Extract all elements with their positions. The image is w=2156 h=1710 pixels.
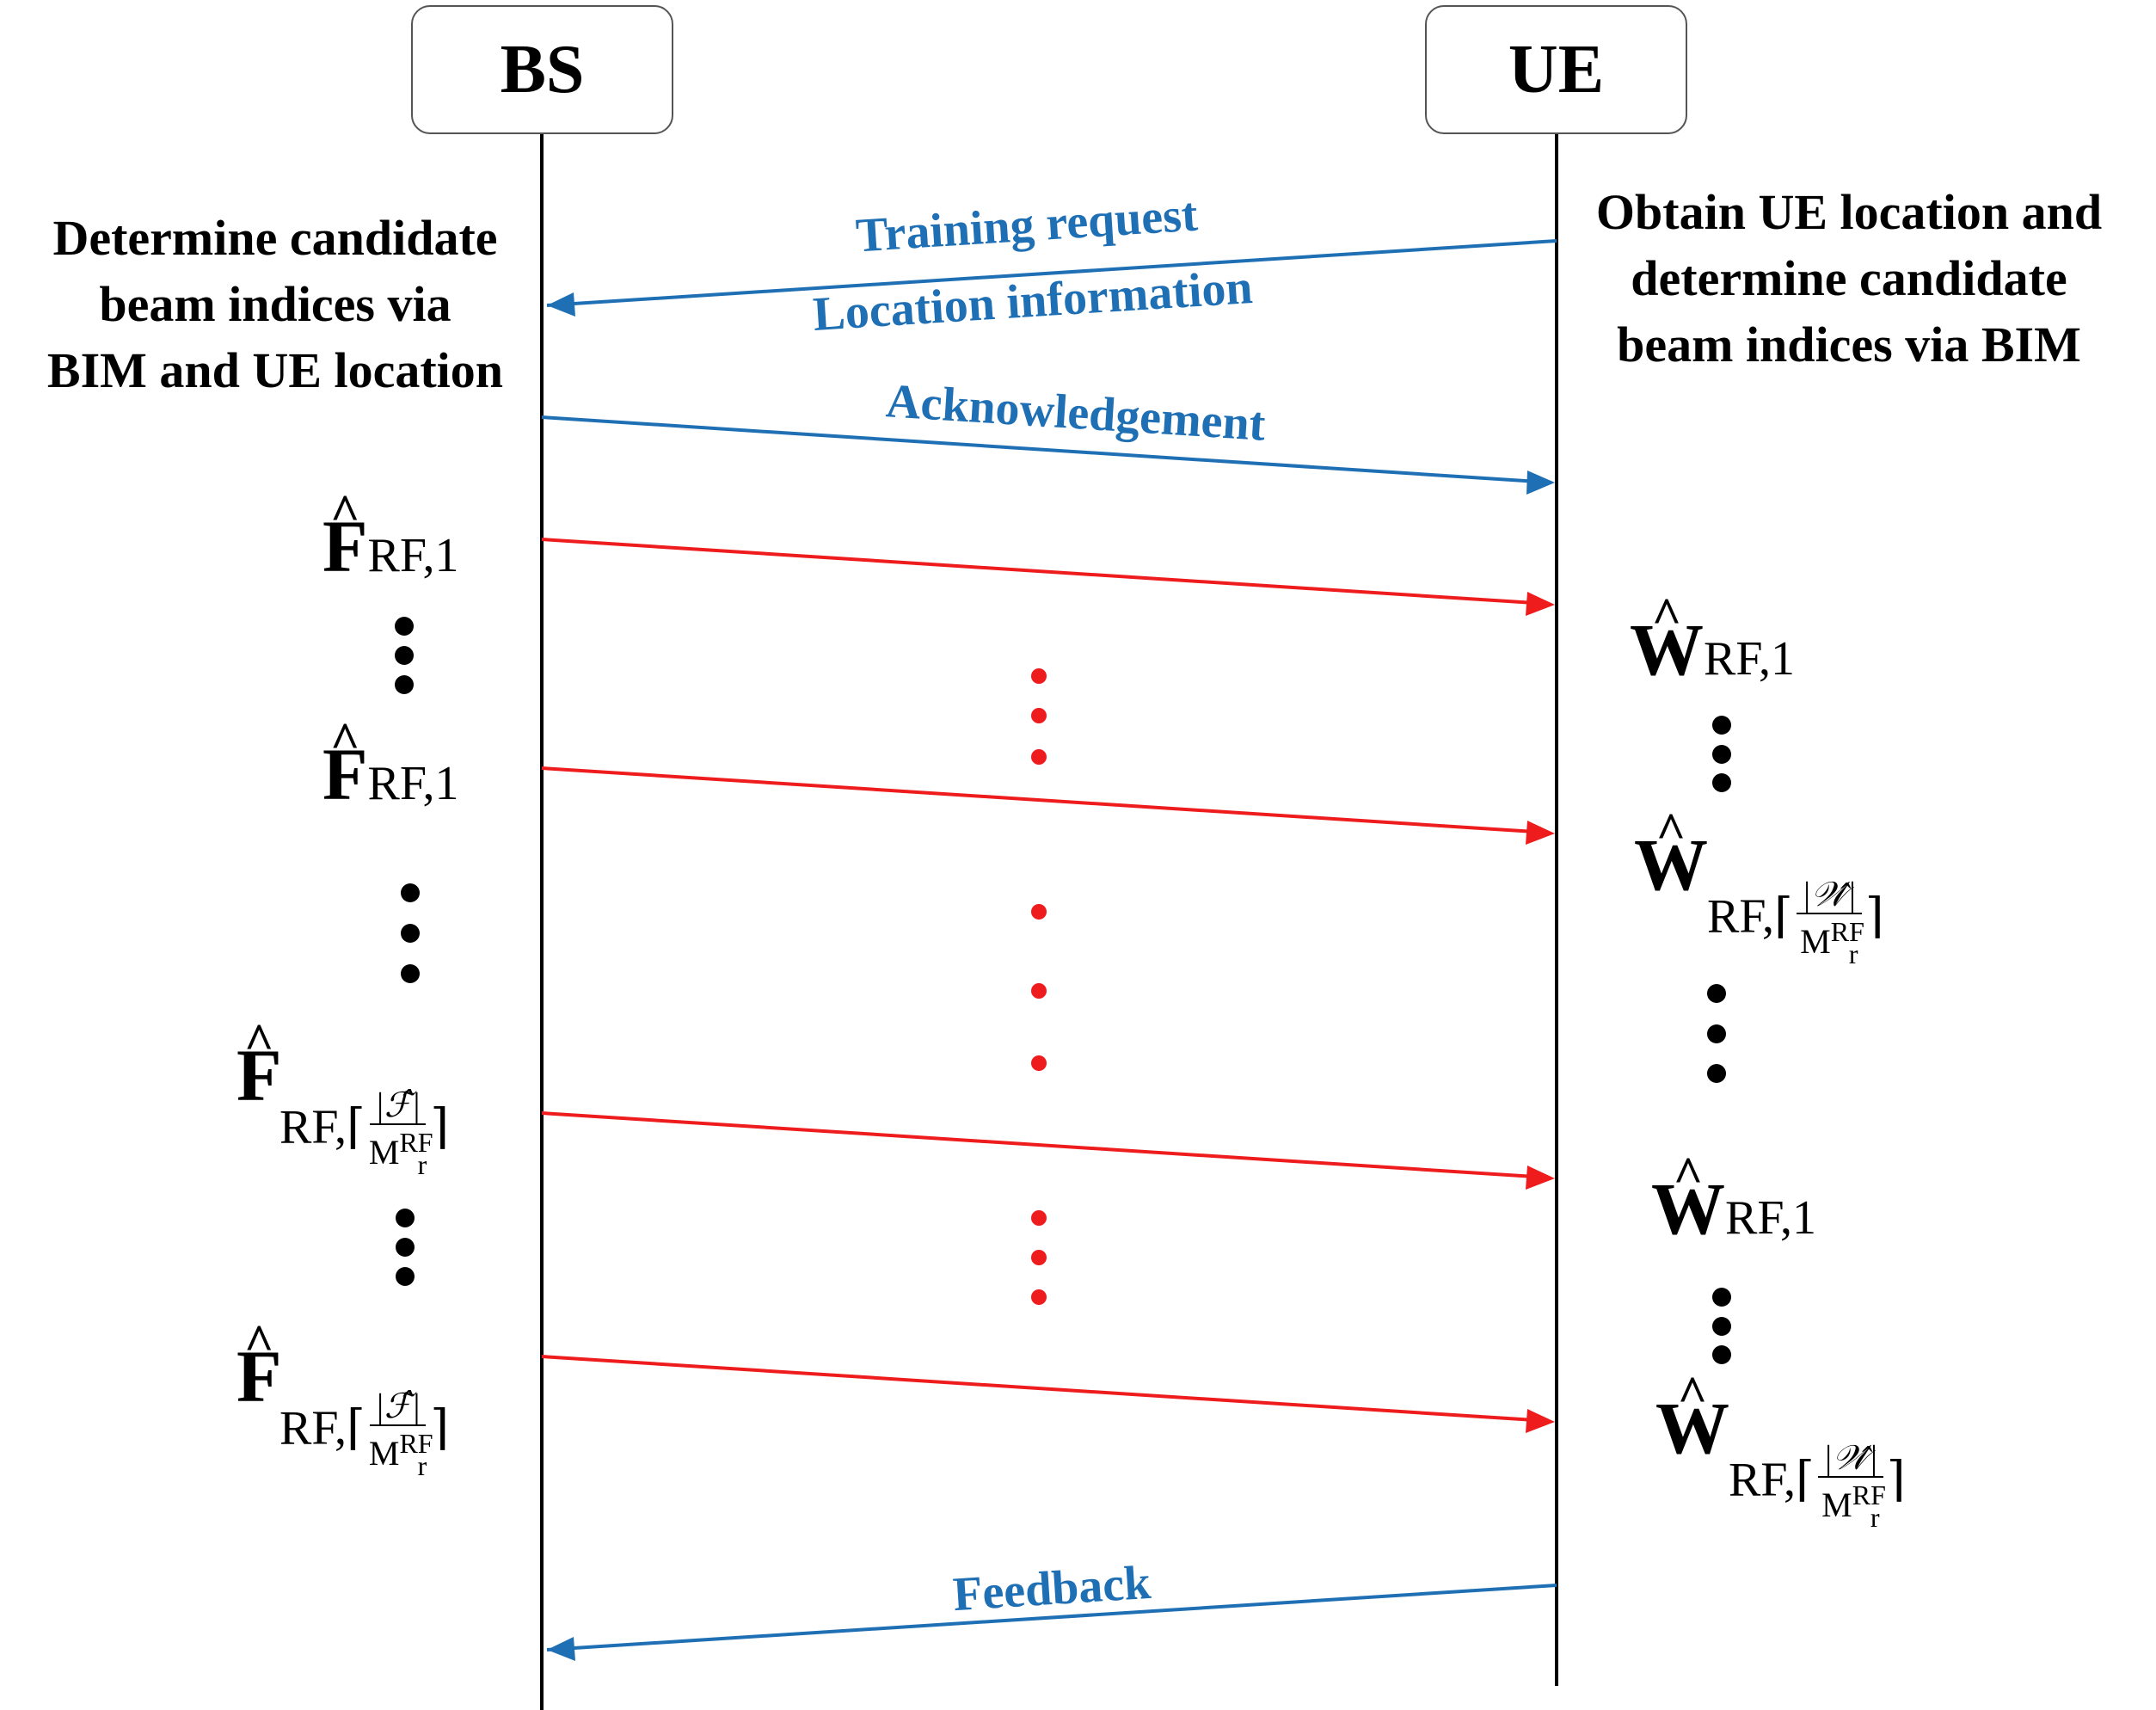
beam-arrow-2 <box>541 766 1549 834</box>
bs-entity-label: BS <box>500 31 585 108</box>
ue-ellipsis-3-dot-2 <box>1712 1317 1731 1336</box>
ue-ellipsis-2-dot-3 <box>1707 1064 1726 1083</box>
mid-ellipsis-1-dot-2 <box>1031 708 1047 723</box>
mid-ellipsis-3-dot-3 <box>1031 1289 1047 1305</box>
arrow-training-request <box>546 239 1557 307</box>
ue-ellipsis-2-dot-1 <box>1707 984 1726 1003</box>
beam-arrowhead-1 <box>1526 592 1555 616</box>
beam-arrow-1 <box>541 538 1549 606</box>
ue-entity-box: UE <box>1425 5 1687 134</box>
mid-ellipsis-2-dot-1 <box>1031 904 1047 920</box>
ue-ellipsis-1-dot-3 <box>1712 773 1731 792</box>
mid-ellipsis-1-dot-1 <box>1031 668 1047 684</box>
bs-ellipsis-2-dot-2 <box>401 924 420 943</box>
w-rf-ceil-symbol-b: ^W RF,⌈|𝒲̂|MRFr⌉ <box>1655 1366 1906 1533</box>
bs-ellipsis-3-dot-3 <box>396 1267 415 1286</box>
arrowhead-training-request <box>547 292 575 317</box>
w-rf-ceil-symbol-a: ^W RF,⌈|𝒲̂|MRFr⌉ <box>1634 803 1884 969</box>
arrow-acknowledgement <box>541 415 1552 484</box>
f-rf-ceil-symbol-a: ^F RF,⌈|ℱ̂|MRFr⌉ <box>236 1013 450 1180</box>
f-rf-1-symbol-b: ^FRF,1 <box>322 712 459 815</box>
ue-ellipsis-2-dot-2 <box>1707 1024 1726 1043</box>
arrowhead-acknowledgement <box>1526 471 1555 495</box>
arrowhead-feedback <box>547 1637 575 1661</box>
beam-arrowhead-3 <box>1526 1166 1555 1190</box>
ue-ellipsis-3-dot-1 <box>1712 1288 1731 1307</box>
bs-ellipsis-2-dot-3 <box>401 964 420 983</box>
w-rf-1-symbol-b: ^WRF,1 <box>1651 1147 1817 1250</box>
beam-arrow-4 <box>541 1355 1549 1423</box>
bs-ellipsis-2-dot-1 <box>401 883 420 902</box>
mid-ellipsis-1-dot-3 <box>1031 749 1047 765</box>
bs-ellipsis-1-dot-1 <box>395 617 414 636</box>
beam-arrowhead-2 <box>1526 821 1555 845</box>
bs-note: Determine candidate beam indices via BIM… <box>46 210 504 398</box>
ue-entity-label: UE <box>1508 31 1605 108</box>
f-rf-ceil-symbol-b: ^F RF,⌈|ℱ̂|MRFr⌉ <box>236 1314 450 1481</box>
mid-ellipsis-2-dot-2 <box>1031 983 1047 999</box>
ue-ellipsis-3-dot-3 <box>1712 1345 1731 1364</box>
arrow-feedback <box>546 1584 1557 1652</box>
bs-ellipsis-3-dot-2 <box>396 1238 415 1257</box>
ue-ellipsis-1-dot-1 <box>1712 716 1731 735</box>
bs-entity-box: BS <box>411 5 673 134</box>
beam-arrowhead-4 <box>1526 1409 1555 1433</box>
bs-ellipsis-1-dot-2 <box>395 646 414 665</box>
ue-note: Obtain UE location and determine candida… <box>1595 184 2103 372</box>
bs-ellipsis-3-dot-1 <box>396 1209 415 1227</box>
bs-ellipsis-1-dot-3 <box>395 675 414 694</box>
mid-ellipsis-3-dot-1 <box>1031 1210 1047 1226</box>
beam-arrow-3 <box>541 1111 1549 1179</box>
w-rf-1-symbol-a: ^WRF,1 <box>1630 587 1796 691</box>
f-rf-1-symbol-a: ^FRF,1 <box>322 484 459 587</box>
mid-ellipsis-3-dot-2 <box>1031 1250 1047 1265</box>
ue-ellipsis-1-dot-2 <box>1712 745 1731 764</box>
mid-ellipsis-2-dot-3 <box>1031 1055 1047 1071</box>
